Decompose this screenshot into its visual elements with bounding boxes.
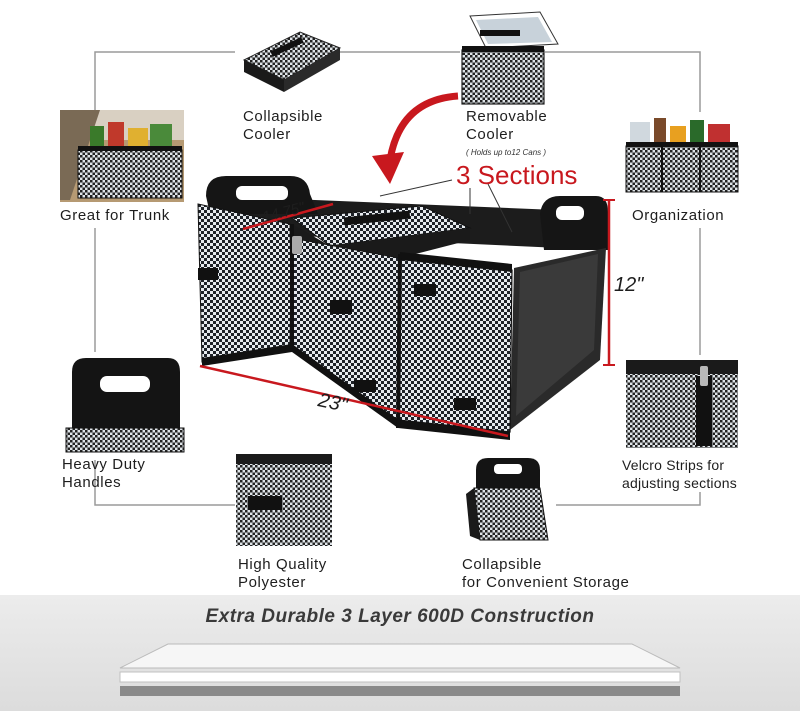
- organization-thumbnail: [622, 112, 740, 198]
- layer-sheets: [119, 643, 681, 696]
- red-arrow: [386, 92, 459, 161]
- section-pointer-lines: [379, 179, 513, 233]
- collapsible-storage-label: Collapsible for Convenient Storage: [462, 556, 630, 591]
- removable-cooler-thumbnail: [461, 11, 559, 105]
- organization-label: Organization: [632, 207, 725, 224]
- velcro-strips-label: Velcro Strips for adjusting sections: [622, 457, 737, 491]
- great-for-trunk-thumbnail: [60, 110, 184, 202]
- collapsible-cooler-label: Collapsible Cooler: [243, 108, 323, 143]
- sections-label: 3 Sections: [456, 160, 578, 190]
- cooler-capacity-note: ( Holds up to12 Cans ): [466, 148, 547, 157]
- high-quality-polyester-thumbnail: [236, 454, 332, 546]
- removable-cooler-label: Removable Cooler ( Holds up to12 Cans ): [466, 108, 547, 162]
- dimension-lines: [199, 199, 615, 438]
- red-arrow-head: [372, 152, 404, 184]
- heavy-duty-handles-thumbnail: [60, 354, 185, 453]
- collapsible-storage-thumbnail: [460, 454, 556, 546]
- construction-title: Extra Durable 3 Layer 600D Construction: [205, 606, 595, 627]
- height-dimension: 12": [614, 274, 644, 296]
- velcro-strips-thumbnail: [622, 356, 740, 450]
- heavy-duty-handles-label: Heavy Duty Handles: [62, 456, 146, 491]
- collapsible-cooler-thumbnail: [236, 12, 342, 102]
- high-quality-polyester-label: High Quality Polyester: [238, 556, 327, 591]
- main-organizer: [197, 176, 610, 440]
- great-for-trunk-label: Great for Trunk: [60, 207, 170, 224]
